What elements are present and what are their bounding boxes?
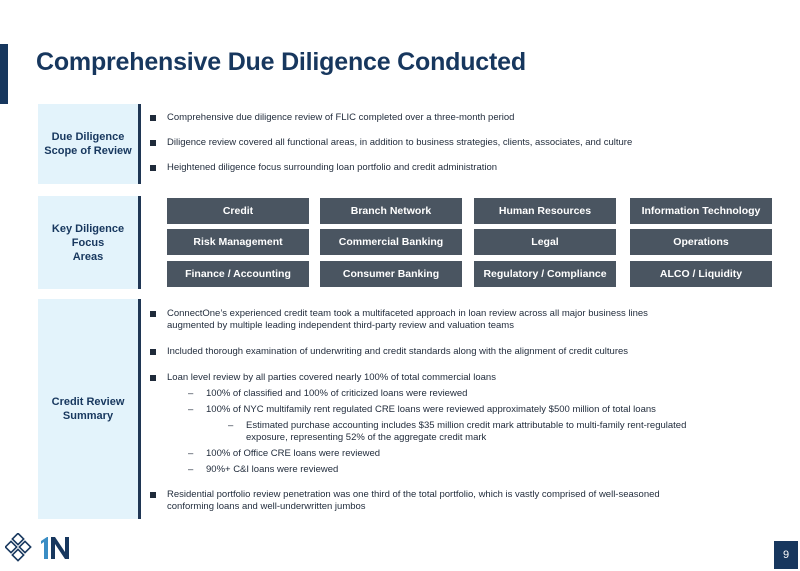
bullet-square-icon	[150, 140, 156, 146]
scope-label: Due Diligence Scope of Review	[38, 104, 141, 184]
1n-logo-icon	[5, 533, 69, 562]
focus-box-consumer-banking: Consumer Banking	[320, 261, 462, 287]
bullet-square-icon	[150, 492, 156, 498]
credit-review-bullets: ConnectOne’s experienced credit team too…	[150, 308, 790, 518]
focus-box-commercial-banking: Commercial Banking	[320, 229, 462, 255]
page-number: 9	[774, 541, 798, 569]
focus-box-regulatory-compliance: Regulatory / Compliance	[474, 261, 616, 287]
credit-review-label: Credit Review Summary	[38, 299, 141, 519]
focus-box-human-resources: Human Resources	[474, 198, 616, 224]
title-accent-bar	[0, 44, 8, 104]
focus-box-finance-accounting: Finance / Accounting	[167, 261, 309, 287]
bullet-square-icon	[150, 349, 156, 355]
bullet-square-icon	[150, 375, 156, 381]
focus-box-alco-liquidity: ALCO / Liquidity	[630, 261, 772, 287]
focus-label: Key Diligence Focus Areas	[38, 196, 141, 289]
bullet-square-icon	[150, 165, 156, 171]
page-title: Comprehensive Due Diligence Conducted	[36, 48, 526, 76]
focus-box-operations: Operations	[630, 229, 772, 255]
focus-box-legal: Legal	[474, 229, 616, 255]
bullet-square-icon	[150, 311, 156, 317]
focus-box-credit: Credit	[167, 198, 309, 224]
focus-box-branch-network: Branch Network	[320, 198, 462, 224]
focus-box-information-technology: Information Technology	[630, 198, 772, 224]
bullet-square-icon	[150, 115, 156, 121]
focus-box-risk-management: Risk Management	[167, 229, 309, 255]
